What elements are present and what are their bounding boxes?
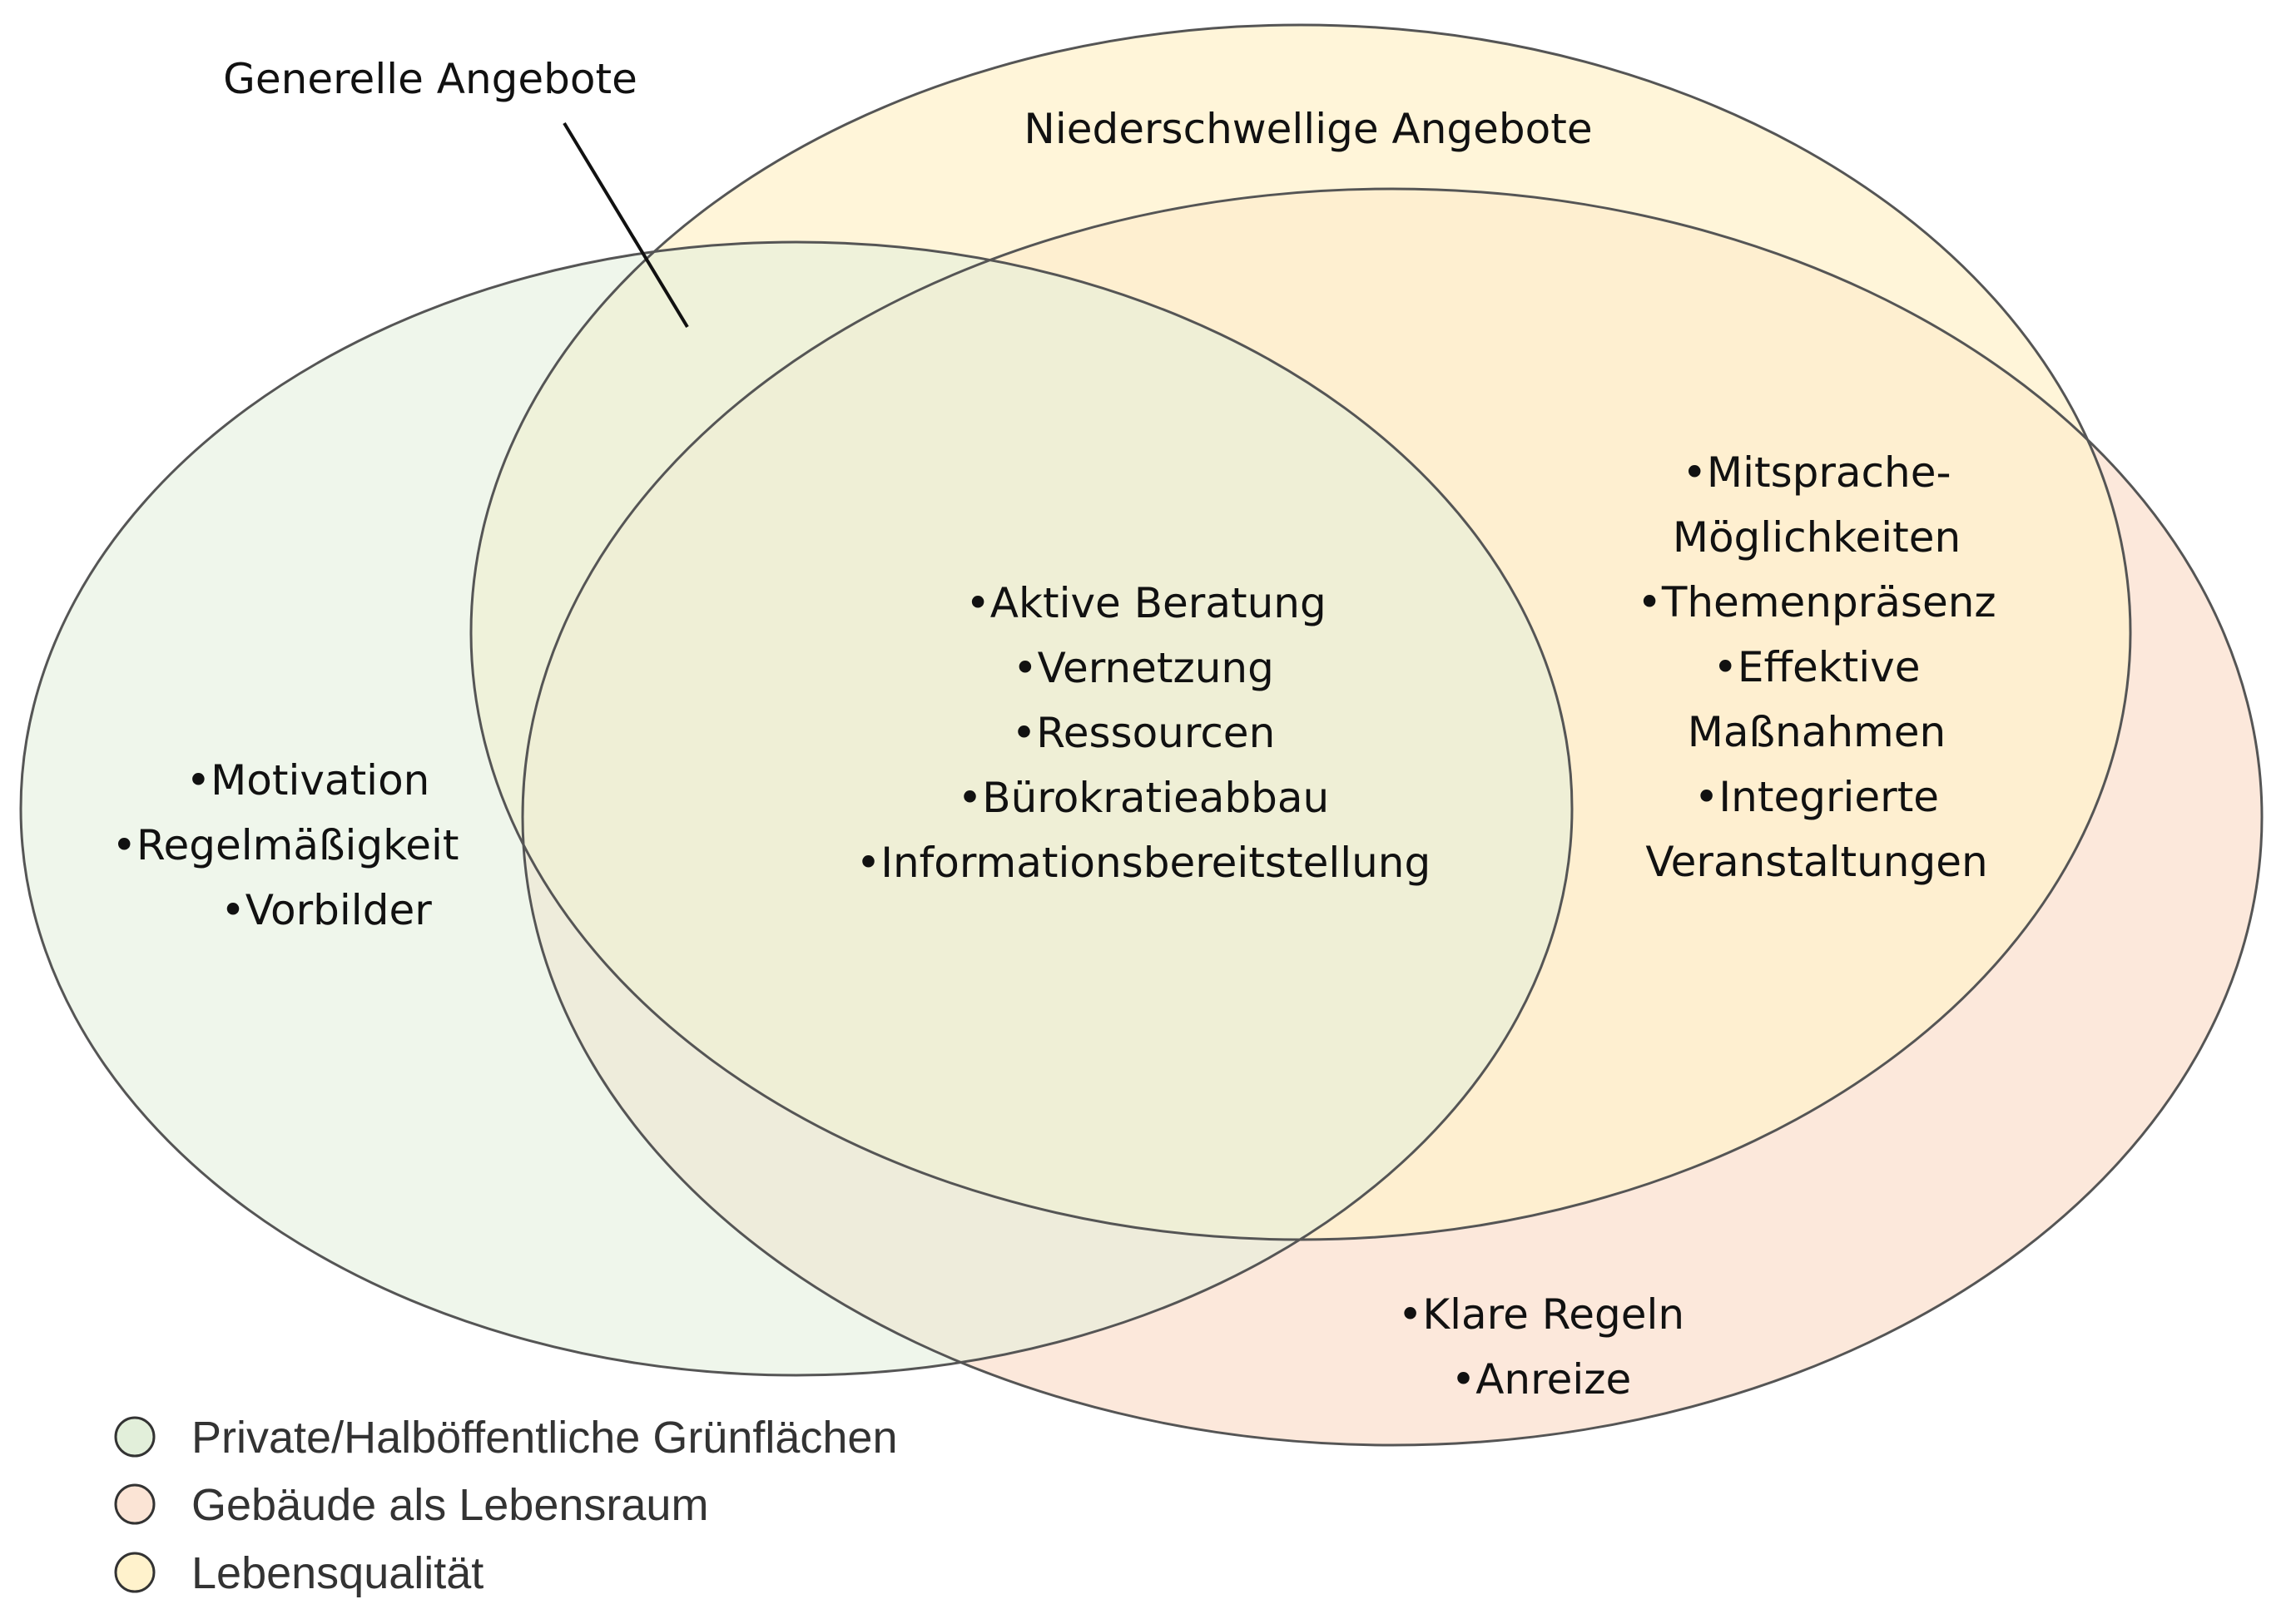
pink-set-outline	[521, 187, 2264, 1447]
venn-fills	[21, 25, 2262, 1445]
legend-swatch-yellow	[114, 1552, 156, 1593]
legend-label: Gebäude als Lebensraum	[191, 1480, 708, 1530]
list-item: •Vorbilder	[221, 886, 432, 934]
legend-label: Private/Halböffentliche Grünflächen	[191, 1413, 898, 1463]
group-right: •Mitsprache- Möglichkeiten •Themenpräsen…	[1637, 448, 1996, 886]
list-item: •Anreize	[1451, 1355, 1632, 1404]
label-generelle-angebote: Generelle Angebote	[223, 55, 637, 103]
legend-item-pink: Gebäude als Lebensraum	[114, 1480, 708, 1530]
list-item: Maßnahmen	[1688, 708, 1946, 756]
legend-label: Lebensqualität	[191, 1548, 483, 1598]
list-item: •Informationsbereitstellung	[856, 839, 1431, 887]
list-item: •Mitsprache-	[1682, 448, 1951, 497]
group-green-only: •Motivation •Regelmäßigkeit •Vorbilder	[112, 756, 459, 934]
list-item: Möglichkeiten	[1673, 513, 1961, 562]
list-item: •Motivation	[186, 756, 430, 805]
legend-item-green: Private/Halböffentliche Grünflächen	[114, 1413, 898, 1463]
green-set-fill	[21, 242, 1572, 1375]
legend-swatch-green	[114, 1416, 156, 1458]
green-set-outline	[19, 240, 1574, 1377]
group-center: •Aktive Beratung •Vernetzung •Ressourcen…	[856, 579, 1431, 887]
list-item: •Regelmäßigkeit	[112, 821, 459, 869]
list-item: Veranstaltungen	[1645, 838, 1987, 886]
list-item: •Integrierte	[1694, 773, 1939, 821]
legend-swatch-pink	[114, 1483, 156, 1525]
list-item: •Vernetzung	[1013, 644, 1274, 692]
legend: Private/Halböffentliche Grünflächen Gebä…	[114, 1413, 898, 1598]
list-item: •Themenpräsenz	[1637, 578, 1996, 626]
generelle-callout-line	[563, 121, 689, 329]
list-item: •Ressourcen	[1012, 709, 1276, 757]
list-item: •Bürokratieabbau	[958, 774, 1329, 822]
legend-item-yellow: Lebensqualität	[114, 1548, 483, 1598]
list-item: •Klare Regeln	[1398, 1290, 1684, 1339]
list-item: •Aktive Beratung	[965, 579, 1326, 627]
venn-outlines	[19, 23, 2264, 1447]
group-pink-bottom: •Klare Regeln •Anreize	[1398, 1290, 1684, 1404]
label-niederschwellige-angebote: Niederschwellige Angebote	[1024, 105, 1592, 153]
list-item: •Effektive	[1713, 643, 1920, 691]
